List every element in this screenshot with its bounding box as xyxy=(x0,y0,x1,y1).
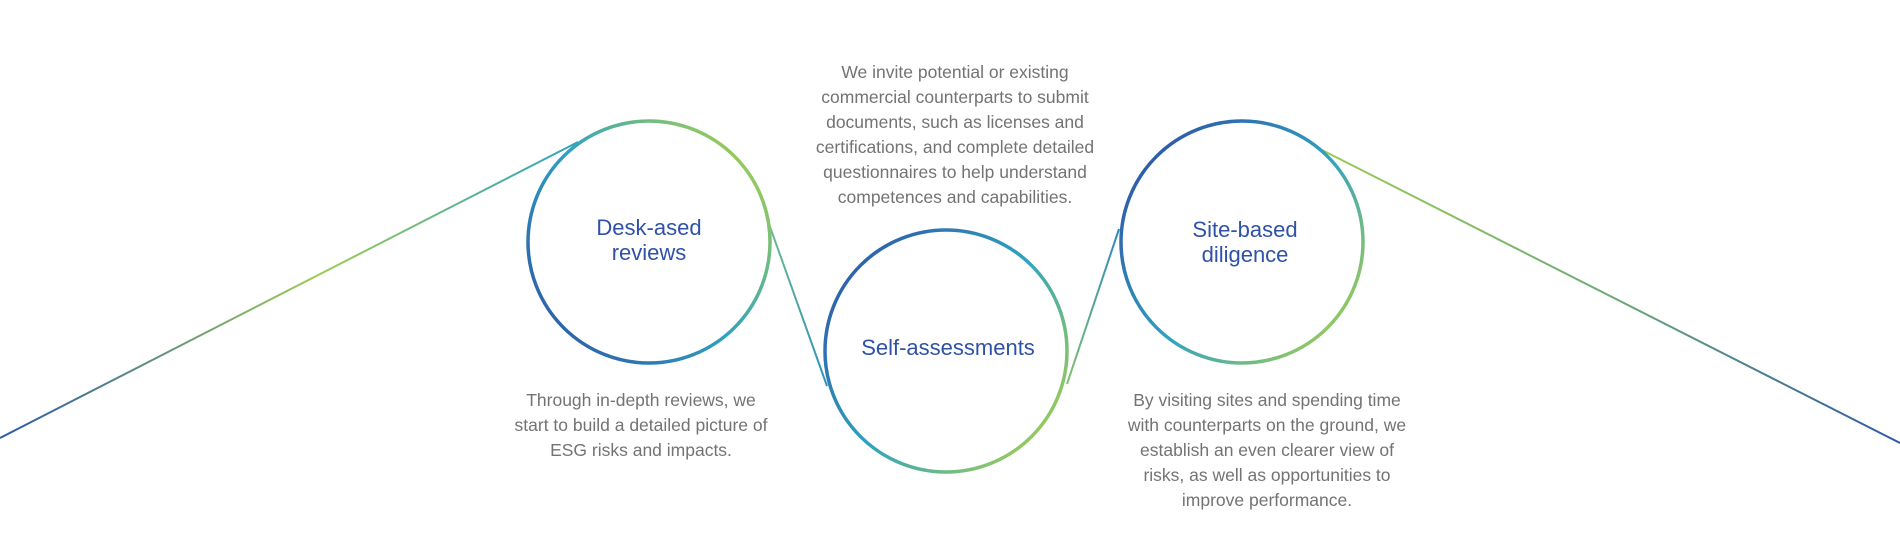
connector-line-1 xyxy=(768,223,828,387)
left-flow-line xyxy=(0,141,579,439)
stage-label-site-based-diligence: Site-based diligence xyxy=(1145,217,1345,267)
stage-description-desk-based-reviews: Through in-depth reviews, we start to bu… xyxy=(514,390,768,460)
stage-description-self-assessments: We invite potential or existing commerci… xyxy=(815,62,1095,207)
stage-circle-desk-based-reviews xyxy=(526,119,772,365)
stage-label-line: Site-based xyxy=(1192,217,1298,242)
stage-label-line: Self-assessments xyxy=(861,335,1035,360)
connector-line-2 xyxy=(1066,228,1120,385)
stage-circle-site-based-diligence xyxy=(1119,119,1365,365)
stage-label-line: Desk-ased xyxy=(596,215,702,240)
stage-label-line: diligence xyxy=(1201,242,1289,267)
stage-description-site-based-diligence: By visiting sites and spending time with… xyxy=(1127,390,1407,510)
stage-circle-self-assessments xyxy=(823,228,1069,474)
stage-label-desk-based-reviews: Desk-ased reviews xyxy=(549,215,749,265)
stage-label-line: reviews xyxy=(611,240,687,265)
right-flow-line xyxy=(1317,147,1900,444)
stage-label-self-assessments: Self-assessments xyxy=(848,335,1048,360)
